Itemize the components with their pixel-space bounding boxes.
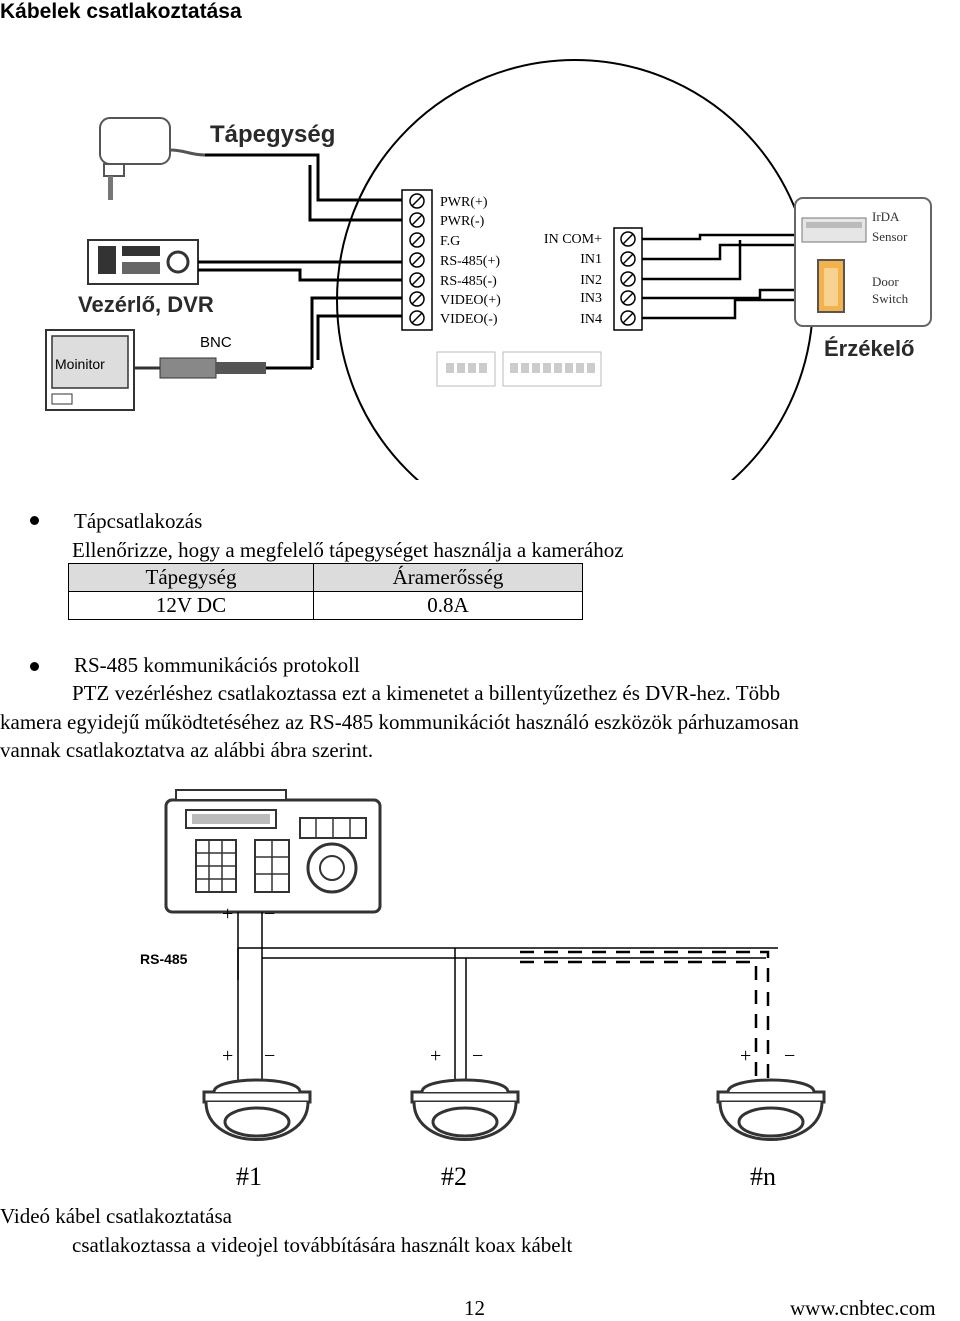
terminal-label: VIDEO(+) [440,293,501,308]
rs485-text-line: vannak csatlakoztatva az alábbi ábra sze… [0,738,374,762]
sensor-irda-label: IrDA [872,209,900,224]
dome-camera-icon [716,1078,826,1141]
rs485-bus-diagram: + − + − + − + − RS-485 #1 #2 #n [140,789,826,1191]
power-heading: Tápcsatlakozás [74,509,203,533]
bus-wires-dashed [520,950,770,1080]
dome-camera-icon [202,1078,312,1141]
controller-icon [87,239,199,285]
terminal-label: RS-485(-) [440,274,497,289]
alarm-label: IN2 [580,273,602,288]
table-header: Áramerősség [313,563,583,592]
power-adapter-icon [99,117,206,200]
alarm-label: IN COM+ [544,232,602,247]
power-spec-table: Tápegység Áramerősség 12V DC 0.8A [68,563,583,620]
sensor-box [794,197,932,327]
video-text: csatlakoztassa a videojel továbbítására … [72,1233,573,1257]
minus-label: − [264,1045,275,1067]
controller-label: Vezérlő, DVR [78,292,214,317]
video-heading: Videó kábel csatlakoztatása [0,1204,232,1228]
bnc-connector-icon [134,357,312,379]
terminal-label: PWR(-) [440,214,485,229]
sensor-wires [642,233,800,320]
door-switch-icon [817,259,845,313]
table-cell: 0.8A [313,591,583,620]
rs485-text-line: kamera egyidejű működtetéséhez az RS-485… [0,710,799,734]
page-title: Kábelek csatlakoztatása [0,0,242,23]
wiring-diagram: Tápegység Vezérlő, DVR Moinitor BNC [45,59,932,480]
table-header: Tápegység [68,563,314,592]
irda-sensor-icon [801,217,867,243]
terminal-label: PWR(+) [440,195,488,210]
dip-switch-blocks [436,351,602,387]
camera-label: #2 [441,1162,467,1191]
bullet-icon [30,662,39,671]
alarm-label: IN4 [580,312,602,327]
monitor-icon [45,329,135,411]
minus-label: − [264,903,275,925]
footer-website: www.cnbtec.com [790,1296,936,1320]
terminal-label: VIDEO(-) [440,312,498,327]
bus-label: RS-485 [140,951,188,967]
bullet-icon [30,516,39,525]
rs485-heading: RS-485 kommunikációs protokoll [74,653,360,677]
rs485-text-line: PTZ vezérléshez csatlakoztassa ezt a kim… [72,681,781,705]
plus-label: + [430,1045,441,1067]
camera-label: #n [750,1162,776,1191]
sensor-door-label-2: Switch [872,291,909,306]
wire-bundle [198,153,402,368]
dome-camera-icon [410,1078,520,1141]
minus-label: − [472,1045,483,1067]
power-text: Ellenőrizze, hogy a megfelelő tápegysége… [72,538,624,562]
plus-label: + [222,903,233,925]
camera-label: #1 [236,1162,262,1191]
bus-wires [237,912,778,1090]
keyboard-controller-icon [164,789,382,914]
sensor-door-label: Door [872,274,899,289]
psu-label: Tápegység [210,121,335,148]
terminal-label: RS-485(+) [440,254,500,269]
sensor-irda-label-2: Sensor [872,229,908,244]
sensor-group-label: Érzékelő [824,336,915,361]
table-cell: 12V DC [68,591,314,620]
bnc-label: BNC [200,334,232,351]
plus-label: + [740,1045,751,1067]
minus-label: − [784,1045,795,1067]
alarm-label: IN1 [580,252,602,267]
page-number: 12 [464,1296,485,1320]
plus-label: + [222,1045,233,1067]
terminal-label: F.G [440,234,460,249]
monitor-label: Moinitor [55,356,105,372]
alarm-label: IN3 [580,291,602,306]
